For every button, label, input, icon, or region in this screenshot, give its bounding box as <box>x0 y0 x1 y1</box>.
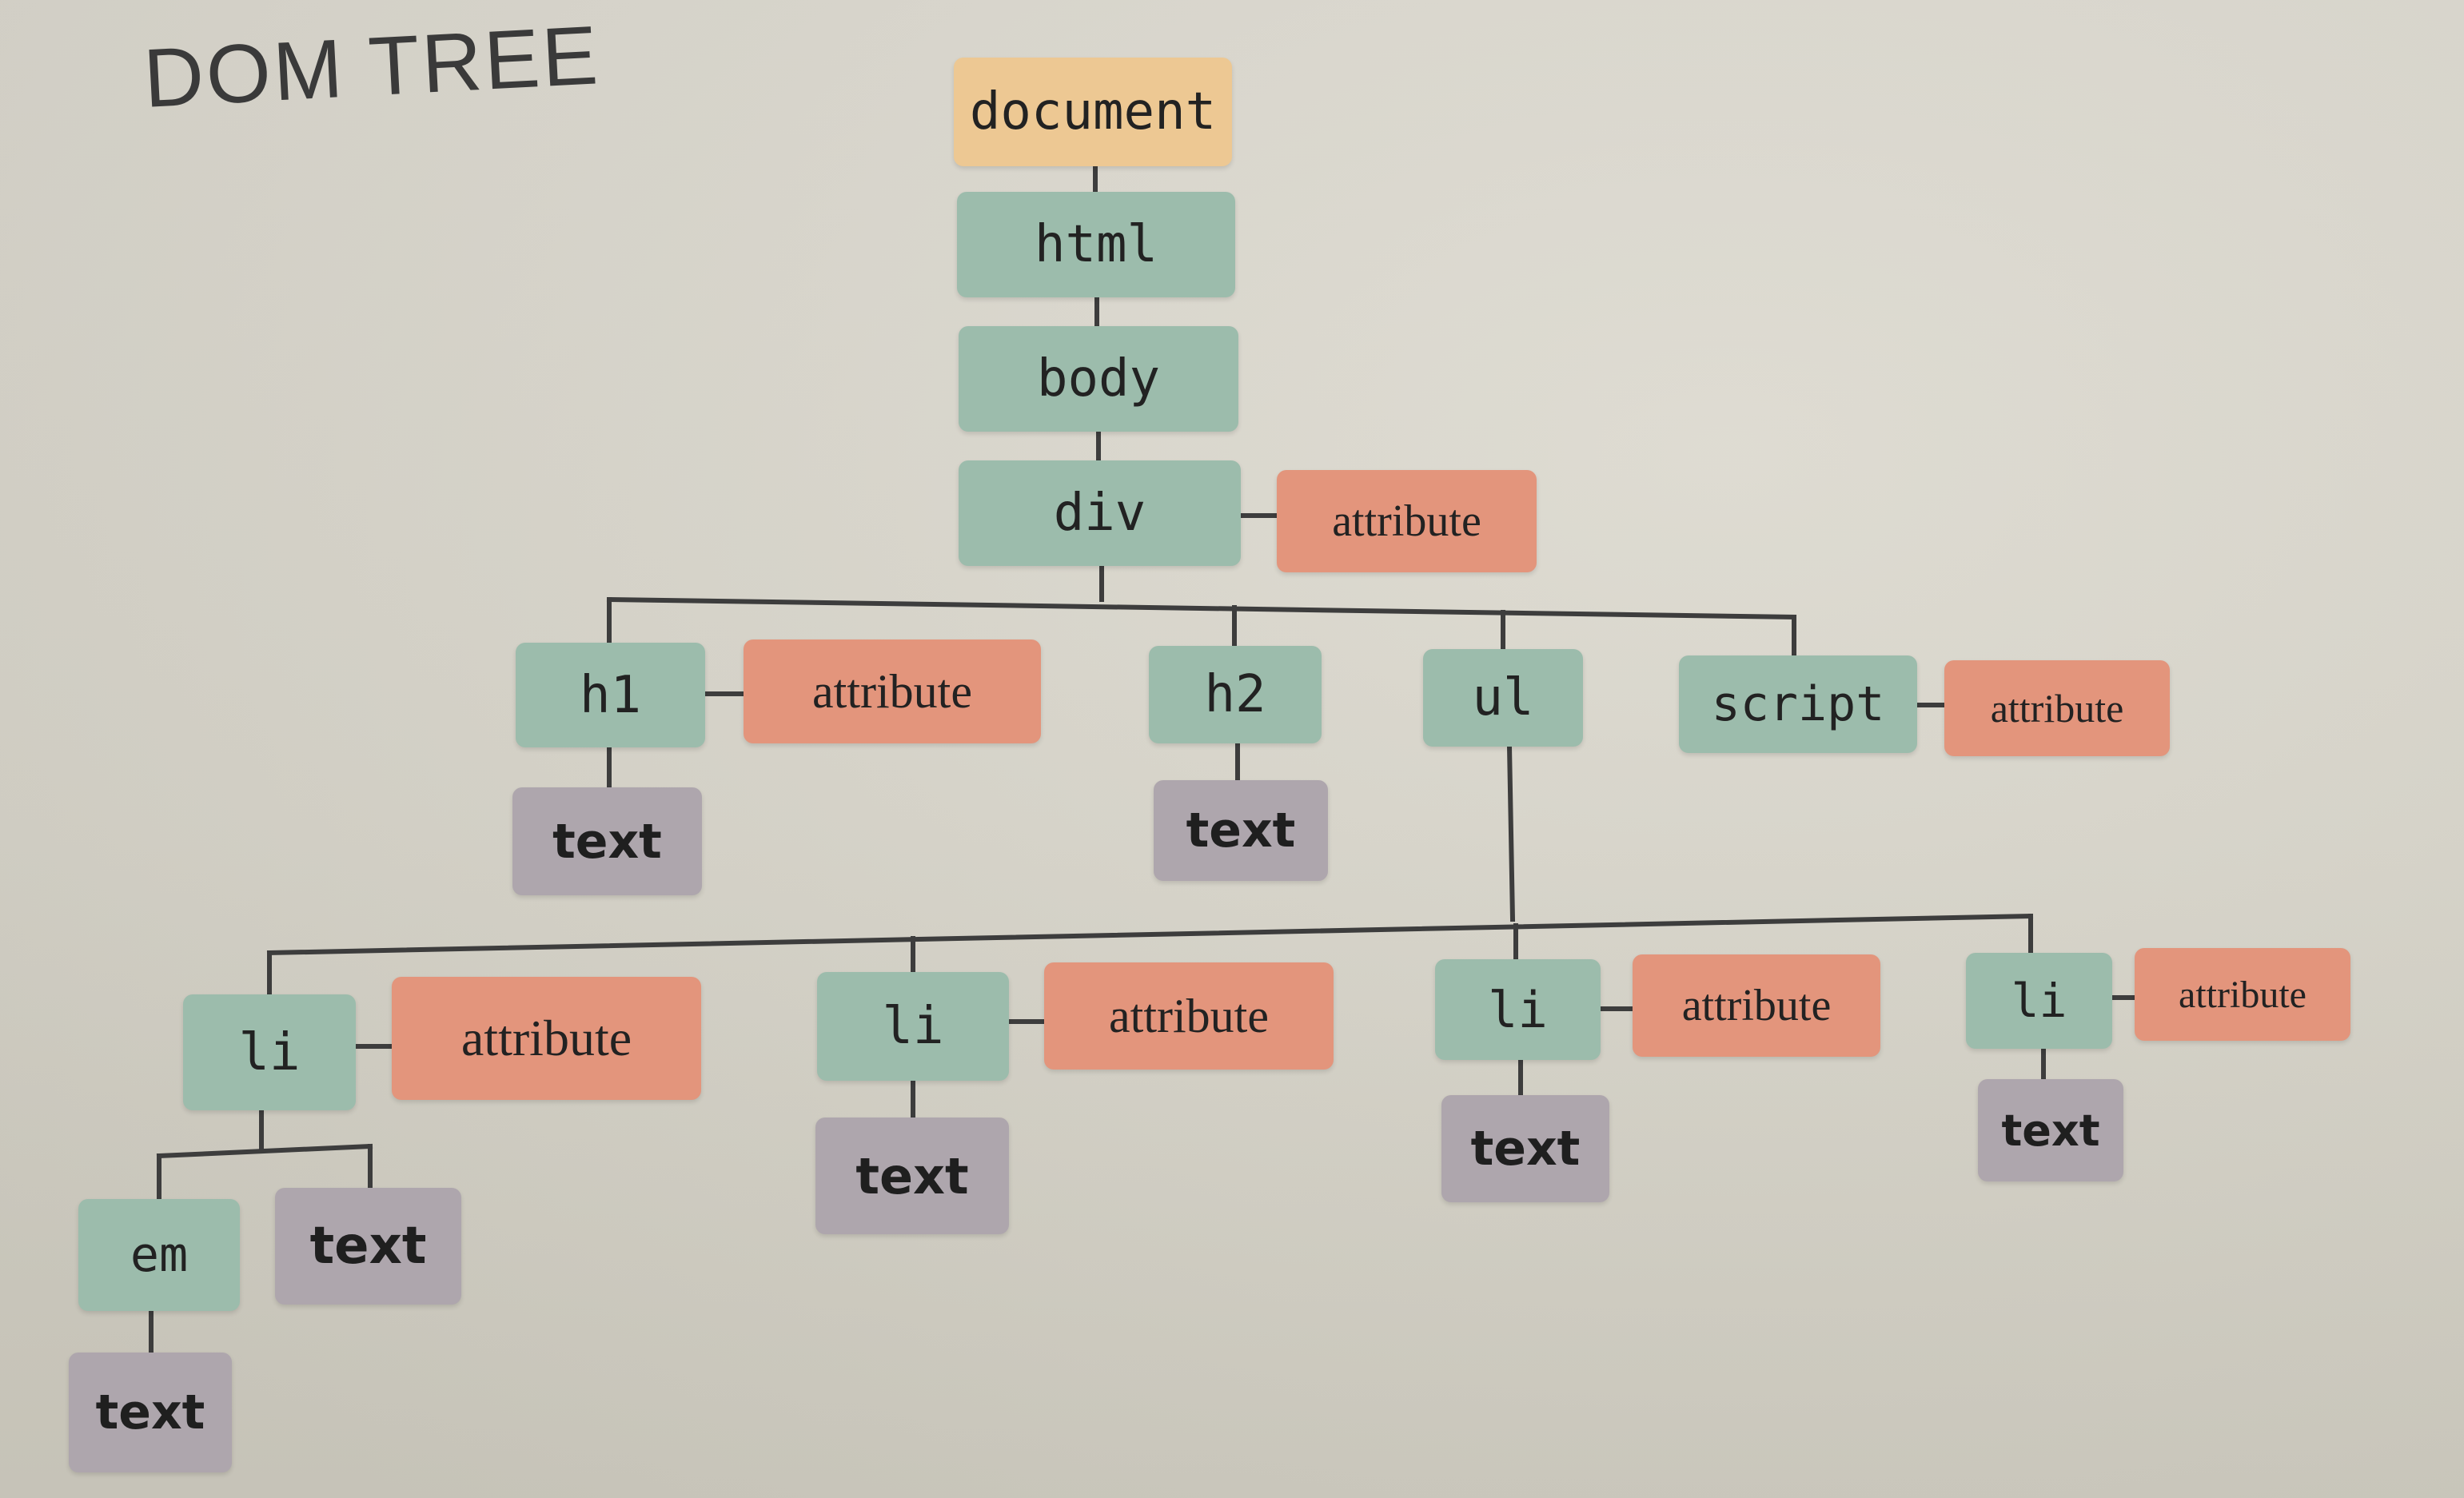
li-element-node: li <box>817 972 1009 1081</box>
h1-element-node: h1 <box>516 643 705 747</box>
body-element-node: body <box>959 326 1238 432</box>
edge-li1-bus <box>156 1143 373 1159</box>
html-element-node: html <box>957 192 1235 297</box>
li-element-node: li <box>183 994 356 1110</box>
document-node: document <box>954 58 1232 166</box>
em-text-node: text <box>69 1353 232 1472</box>
script-attribute-node: attribute <box>1944 660 2170 756</box>
li-text-node: text <box>1978 1079 2123 1181</box>
em-element-node: em <box>78 1199 240 1311</box>
li-attribute-node: attribute <box>2135 948 2350 1041</box>
li-text-node: text <box>1441 1095 1609 1202</box>
h1-text-node: text <box>512 787 702 895</box>
div-attribute-node: attribute <box>1277 470 1537 572</box>
ul-element-node: ul <box>1423 649 1583 747</box>
h2-element-node: h2 <box>1149 646 1322 743</box>
edge-ul-bus-stem <box>1506 743 1516 922</box>
h1-attribute-node: attribute <box>744 639 1041 743</box>
li-attribute-node: attribute <box>1633 954 1880 1057</box>
edge-div-bus <box>606 596 1797 620</box>
h2-text-node: text <box>1154 780 1328 881</box>
li-attribute-node: attribute <box>392 977 701 1100</box>
edge-ul-bus <box>266 913 2034 956</box>
li-element-node: li <box>1966 953 2112 1049</box>
li-text-node: text <box>275 1188 461 1305</box>
li-text-node: text <box>815 1118 1009 1234</box>
li-attribute-node: attribute <box>1044 962 1334 1070</box>
li-element-node: li <box>1435 959 1601 1060</box>
div-element-node: div <box>959 460 1241 566</box>
script-element-node: script <box>1679 655 1917 753</box>
